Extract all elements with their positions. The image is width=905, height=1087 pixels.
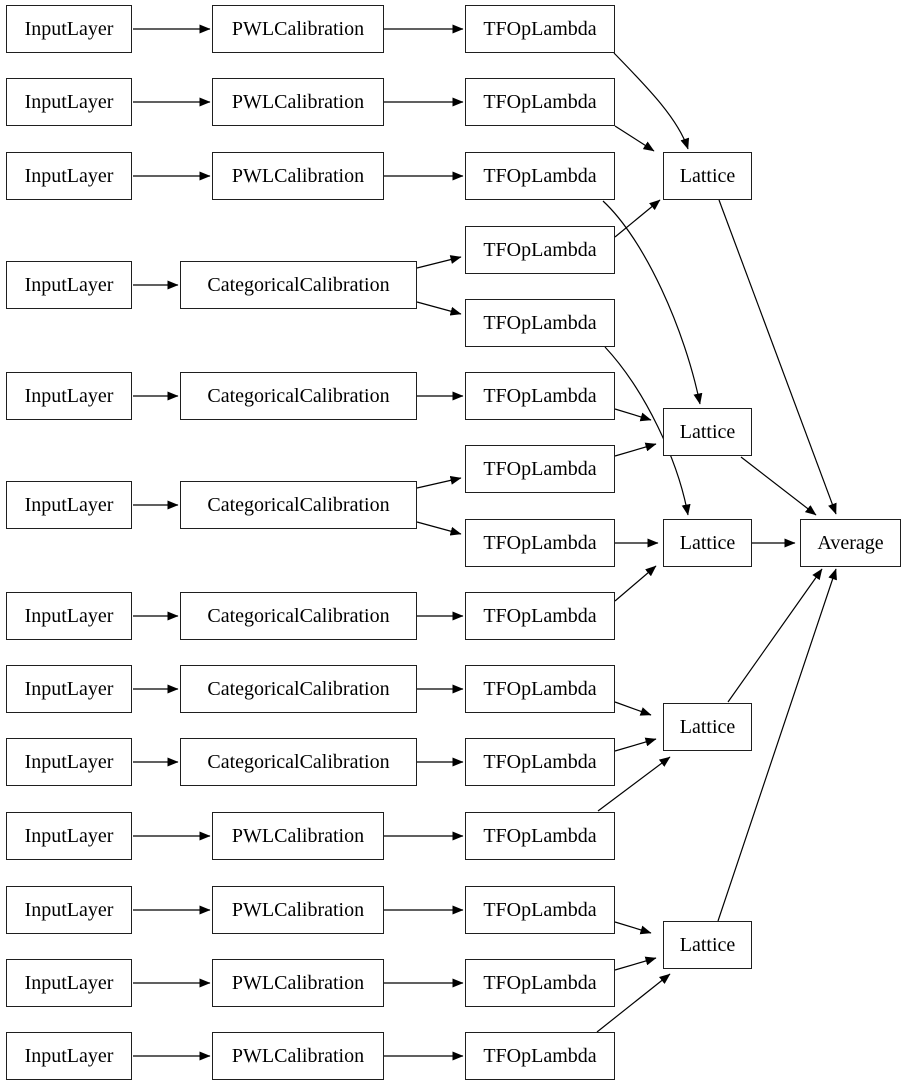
node-lattice: Lattice bbox=[663, 703, 752, 751]
node-input-layer: InputLayer bbox=[6, 886, 132, 934]
node-input-layer: InputLayer bbox=[6, 1032, 132, 1080]
node-pwl-calibration: PWLCalibration bbox=[212, 78, 384, 126]
node-categorical-calibration: CategoricalCalibration bbox=[180, 261, 417, 309]
node-input-layer: InputLayer bbox=[6, 78, 132, 126]
node-tfop-lambda: TFOpLambda bbox=[465, 445, 615, 493]
node-tfop-lambda: TFOpLambda bbox=[465, 959, 615, 1007]
node-categorical-calibration: CategoricalCalibration bbox=[180, 738, 417, 786]
node-input-layer: InputLayer bbox=[6, 152, 132, 200]
node-categorical-calibration: CategoricalCalibration bbox=[180, 665, 417, 713]
node-pwl-calibration: PWLCalibration bbox=[212, 886, 384, 934]
node-pwl-calibration: PWLCalibration bbox=[212, 5, 384, 53]
node-tfop-lambda: TFOpLambda bbox=[465, 738, 615, 786]
node-categorical-calibration: CategoricalCalibration bbox=[180, 372, 417, 420]
node-tfop-lambda: TFOpLambda bbox=[465, 226, 615, 274]
node-lattice: Lattice bbox=[663, 519, 752, 567]
edge-t14-to-l5 bbox=[614, 956, 657, 971]
node-input-layer: InputLayer bbox=[6, 665, 132, 713]
node-input-layer: InputLayer bbox=[6, 261, 132, 309]
node-pwl-calibration: PWLCalibration bbox=[212, 812, 384, 860]
node-pwl-calibration: PWLCalibration bbox=[212, 1032, 384, 1080]
edge-t4-to-l1 bbox=[614, 199, 661, 238]
edge-t6-to-l2 bbox=[614, 408, 652, 422]
node-input-layer: InputLayer bbox=[6, 481, 132, 529]
node-tfop-lambda: TFOpLambda bbox=[465, 5, 615, 53]
edge-t2-to-l1 bbox=[614, 125, 655, 152]
edge-t3-to-l2 bbox=[602, 200, 703, 405]
edge-t15-to-l5 bbox=[596, 973, 671, 1033]
node-categorical-calibration: CategoricalCalibration bbox=[180, 481, 417, 529]
node-tfop-lambda: TFOpLambda bbox=[465, 886, 615, 934]
edges-group bbox=[133, 24, 837, 1061]
node-input-layer: InputLayer bbox=[6, 959, 132, 1007]
edge-c4-to-t5 bbox=[416, 301, 462, 316]
edge-t10-to-l4 bbox=[614, 701, 652, 716]
node-pwl-calibration: PWLCalibration bbox=[212, 152, 384, 200]
edge-t9-to-l3 bbox=[614, 565, 657, 602]
node-input-layer: InputLayer bbox=[6, 592, 132, 640]
edge-c6-to-t7 bbox=[416, 475, 462, 489]
node-input-layer: InputLayer bbox=[6, 738, 132, 786]
node-tfop-lambda: TFOpLambda bbox=[465, 299, 615, 347]
node-tfop-lambda: TFOpLambda bbox=[465, 1032, 615, 1080]
edge-t12-to-l4 bbox=[597, 756, 671, 812]
edge-t13-to-l5 bbox=[614, 921, 652, 935]
edge-c4-to-t4 bbox=[416, 255, 462, 269]
node-lattice: Lattice bbox=[663, 152, 752, 200]
node-categorical-calibration: CategoricalCalibration bbox=[180, 592, 417, 640]
node-tfop-lambda: TFOpLambda bbox=[465, 372, 615, 420]
edge-t5-to-l3 bbox=[604, 346, 691, 516]
node-tfop-lambda: TFOpLambda bbox=[465, 665, 615, 713]
node-tfop-lambda: TFOpLambda bbox=[465, 78, 615, 126]
edge-t11-to-l4 bbox=[614, 737, 657, 752]
edge-t1-to-l1 bbox=[613, 52, 690, 150]
edge-c6-to-t8 bbox=[416, 521, 462, 536]
node-lattice: Lattice bbox=[663, 921, 752, 969]
node-pwl-calibration: PWLCalibration bbox=[212, 959, 384, 1007]
node-tfop-lambda: TFOpLambda bbox=[465, 152, 615, 200]
node-input-layer: InputLayer bbox=[6, 5, 132, 53]
node-input-layer: InputLayer bbox=[6, 372, 132, 420]
edge-l1-to-a1 bbox=[718, 199, 837, 515]
edge-t7-to-l2 bbox=[614, 442, 657, 457]
node-tfop-lambda: TFOpLambda bbox=[465, 812, 615, 860]
node-input-layer: InputLayer bbox=[6, 812, 132, 860]
node-tfop-lambda: TFOpLambda bbox=[465, 592, 615, 640]
node-lattice: Lattice bbox=[663, 408, 752, 456]
edge-l2-to-a1 bbox=[740, 456, 817, 516]
edge-l5-to-a1 bbox=[717, 568, 837, 922]
node-tfop-lambda: TFOpLambda bbox=[465, 519, 615, 567]
edge-l4-to-a1 bbox=[727, 568, 823, 703]
node-average: Average bbox=[800, 519, 901, 567]
